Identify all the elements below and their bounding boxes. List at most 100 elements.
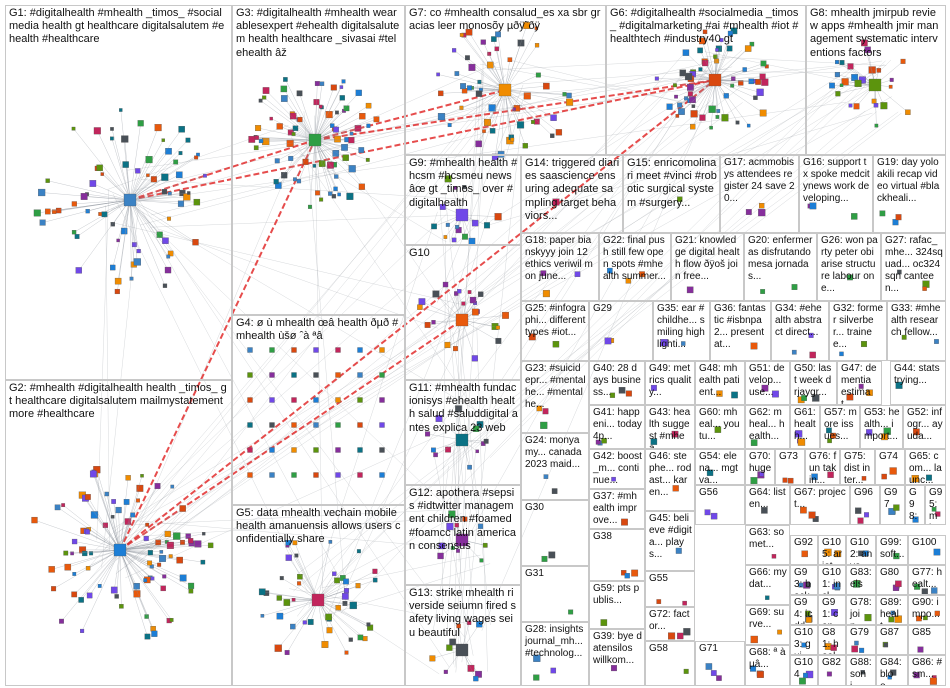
group-cell-g102: G102: anyo...: [846, 535, 876, 565]
group-label: G13: strike mhealth riverside seiumn fir…: [409, 587, 518, 640]
group-cell-g71: G71: [695, 641, 745, 686]
group-label: G19: day yoloakili recap video virtual #…: [877, 157, 943, 205]
group-cell-g29: G29: [589, 301, 653, 361]
group-cell-g20: G20: enfermeras disfrutando mesa jornada…: [744, 233, 817, 301]
group-cell-g47: G47: dementia estimat...: [837, 361, 882, 405]
group-cell-g45: G45: believe #digita... plays...: [645, 511, 695, 571]
group-label: G35: ear #childhe... smiling highlighti.…: [657, 303, 707, 351]
group-label: G86: #sm...: [912, 657, 943, 681]
group-cell-g13: G13: strike mhealth riverside seiumn fir…: [405, 585, 521, 686]
group-cell-g89: G89: healt...: [876, 595, 908, 625]
group-cell-g75: G75: dist inter...: [840, 449, 875, 485]
group-cell-g28: G28: insights journal_mh... #technolog..…: [521, 622, 589, 686]
group-label: G4: ø ù mhealth œâ health ðµð #mhealth ù…: [236, 317, 402, 343]
group-label: G77: healt...: [912, 567, 943, 591]
group-cell-g72: G72: factor...: [645, 607, 695, 641]
group-label: G40: 28 days business...: [593, 363, 642, 399]
group-label: G33: #mhealth research fellow...: [891, 303, 943, 339]
group-label: G44: stats trying...: [894, 363, 943, 387]
group-label: G95: mh...: [929, 487, 943, 525]
group-cell-g2: G2: #mhealth #digitalhealth health _timo…: [5, 380, 232, 686]
group-label: G20: enfermeras disfrutando mesa jornada…: [748, 235, 814, 283]
group-label: G15: enricomolinari meet #vinci #robotic…: [627, 157, 717, 210]
group-cell-g59: G59: pts publis...: [589, 581, 645, 629]
group-cell-g105: G105: ariot...: [818, 535, 846, 565]
group-label: G82: [822, 657, 843, 669]
group-cell-g19: G19: day yoloakili recap video virtual #…: [873, 155, 946, 233]
group-label: G68: ª à µâ...: [749, 647, 787, 671]
group-label: G79: [850, 627, 873, 639]
group-label: G47: dementia estimat...: [841, 363, 879, 405]
group-cell-g53: G53: health... import...: [860, 405, 903, 449]
group-label: G52: infogr... ayuda...: [907, 407, 943, 443]
group-cell-g54: G54: elena... mgtva...: [695, 449, 745, 485]
group-cell-g103: G103: guid...: [790, 625, 818, 655]
group-label: G63: somet...: [749, 527, 787, 551]
group-cell-g99: G99: soft...: [876, 535, 908, 565]
group-label: G56: [699, 487, 742, 499]
group-cell-g73: G73: [775, 449, 805, 485]
group-cell-g96: G96: [850, 485, 880, 525]
group-label: G62: mheal... health...: [749, 407, 787, 443]
group-cell-g7: G7: co #mhealth consalud_es xa sbr graci…: [405, 5, 606, 155]
group-cell-g80: G80: [876, 565, 908, 595]
group-cell-g44: G44: stats trying...: [890, 361, 946, 405]
group-cell-g63: G63: somet...: [745, 525, 790, 565]
group-label: G92: [794, 537, 815, 549]
group-cell-g5: G5: data mhealth vechain mobile health a…: [232, 505, 405, 686]
group-label: G21: knowledge digital health flow ðÿoš …: [675, 235, 741, 283]
group-cell-g43: G43: health suggest #mhea...: [645, 405, 695, 449]
group-cell-g98: G98: walk...: [905, 485, 925, 525]
group-cell-g64: G64: listen...: [745, 485, 790, 525]
group-label: G43: health suggest #mhea...: [649, 407, 692, 449]
group-cell-g69: G69: surve...: [745, 605, 790, 645]
group-cell-g50: G50: last week drjaygr...: [790, 361, 837, 405]
group-label: G22: final push still few open spots #mh…: [603, 235, 668, 283]
group-label: G14: triggered diaries saascience ensuri…: [525, 157, 620, 223]
group-label: G59: pts publis...: [593, 583, 642, 607]
group-label: G36: fantastic #isbnpa2... presentat...: [714, 303, 768, 351]
group-label: G17: acmmobisys attendees register 24 sa…: [724, 157, 796, 205]
group-label: G6: #digitalhealth #socialmedia _timos_ …: [610, 7, 803, 47]
group-cell-g48: G48: mhealth patient...: [695, 361, 745, 405]
group-label: G31: [525, 568, 586, 580]
group-label: G39: bye datensilos willkom...: [593, 631, 642, 667]
group-label: G2: #mhealth #digitalhealth health _timo…: [9, 382, 229, 422]
group-cell-g84: G84: bloo...: [876, 655, 908, 686]
group-label: G1: #digitalhealth #mhealth _timos_ #soc…: [9, 7, 229, 47]
group-cell-g83: G83: els: [846, 565, 876, 595]
group-cell-g9: G9: #mhealth health #hcsm #hcsmeu news â…: [405, 155, 521, 245]
group-cell-g18: G18: paper bianskyyy join 12 ethics veri…: [521, 233, 599, 301]
group-label: G30: [525, 502, 586, 514]
group-label: G85: [912, 627, 943, 639]
group-cell-g33: G33: #mhealth research fellow...: [887, 301, 946, 361]
group-label: G101: inclu...: [822, 567, 843, 595]
group-cell-g17: G17: acmmobisys attendees register 24 sa…: [720, 155, 799, 233]
group-label: G90: impo...: [912, 597, 943, 621]
group-cell-g3: G3: #digitalhealth #mhealth wearablesexp…: [232, 5, 405, 315]
group-cell-g62: G62: mheal... health...: [745, 405, 790, 449]
group-label: G12: apothera #sepsis #idtwitter managem…: [409, 487, 518, 553]
group-cell-g52: G52: infogr... ayuda...: [903, 405, 946, 449]
group-cell-g10: G10: [405, 245, 521, 380]
group-cell-g95: G95: mh...: [925, 485, 946, 525]
group-cell-g55: G55: [645, 571, 695, 607]
group-cell-g82: G82: [818, 655, 846, 686]
group-label: G69: surve...: [749, 607, 787, 631]
group-cell-g16: G16: support tx spoke medcitynews work d…: [799, 155, 873, 233]
group-cell-g79: G79: [846, 625, 876, 655]
group-cell-g23: G23: #suicidepr... #mentalhe... #mentalh…: [521, 361, 589, 433]
group-cell-g57: G57: more issues...: [820, 405, 860, 449]
group-cell-g60: G60: mheal... youtu...: [695, 405, 745, 449]
group-label: G75: dist inter...: [844, 451, 872, 485]
group-label: G100: [912, 537, 943, 549]
group-label: G97: [884, 487, 902, 511]
group-label: G58: [649, 643, 692, 655]
group-cell-g30: G30: [521, 500, 589, 566]
group-label: G8: mhealth jmirpub review apps #mhealth…: [810, 7, 943, 60]
group-cell-g41: G41: happeni... today 4p...: [589, 405, 645, 449]
group-label: G71: [699, 643, 742, 655]
group-cell-g42: G42: boost_m... continue...: [589, 449, 645, 489]
group-label: G65: com... launc...: [909, 451, 943, 485]
